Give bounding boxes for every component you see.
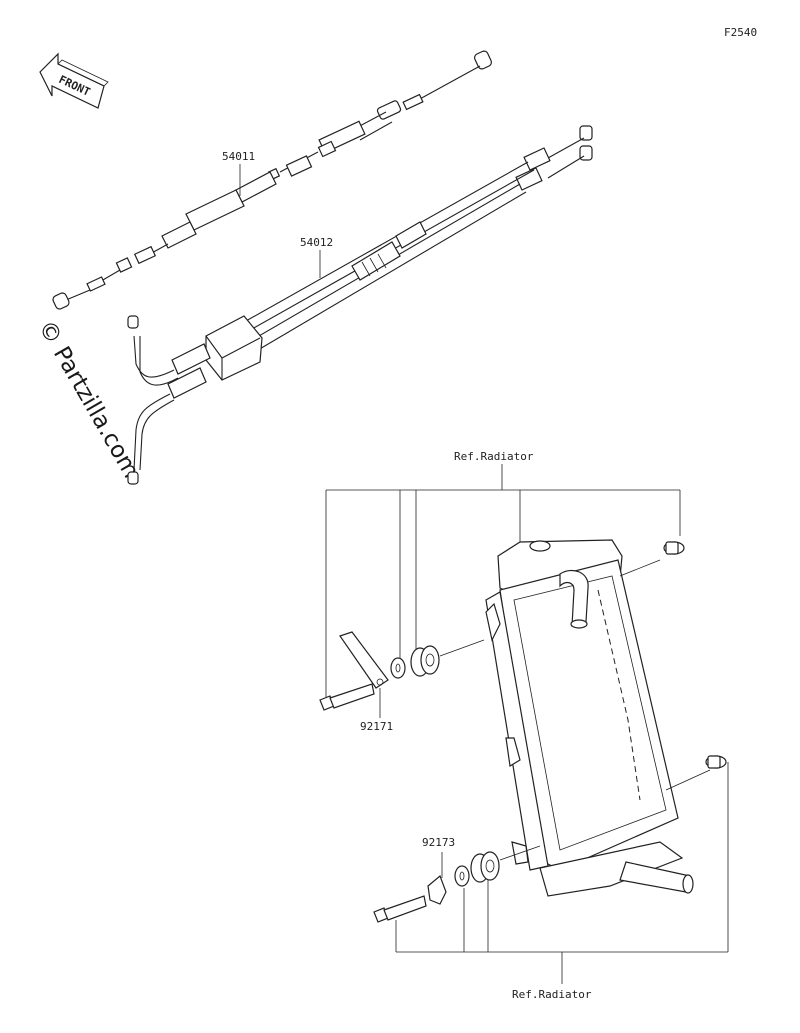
throttle-cable-54011 — [52, 50, 493, 310]
collar-upper-right — [663, 541, 685, 555]
throttle-cable-54012 — [127, 125, 593, 485]
ref-radiator-top-label: Ref.Radiator — [454, 450, 534, 463]
bracket-92173 — [427, 874, 447, 905]
watermark: © Partzilla.com — [33, 316, 144, 483]
part-label-54011: 54011 — [222, 150, 255, 163]
collar-lower-right — [705, 755, 727, 769]
washer-lower — [454, 865, 470, 887]
part-label-92171: 92171 — [360, 720, 393, 733]
part-label-92173: 92173 — [422, 836, 455, 849]
front-direction-arrow: FRONT — [39, 52, 109, 109]
part-label-54012: 54012 — [300, 236, 333, 249]
figure-code: F2540 — [724, 26, 757, 39]
grommet-upper — [410, 645, 440, 677]
bolt-lower — [373, 895, 427, 923]
grommet-lower — [470, 851, 500, 883]
bracket-92171 — [339, 631, 389, 689]
ref-radiator-bottom-label: Ref.Radiator — [512, 988, 592, 1001]
washer-upper — [390, 657, 406, 679]
bolt-upper — [319, 683, 375, 711]
radiator — [485, 539, 711, 897]
